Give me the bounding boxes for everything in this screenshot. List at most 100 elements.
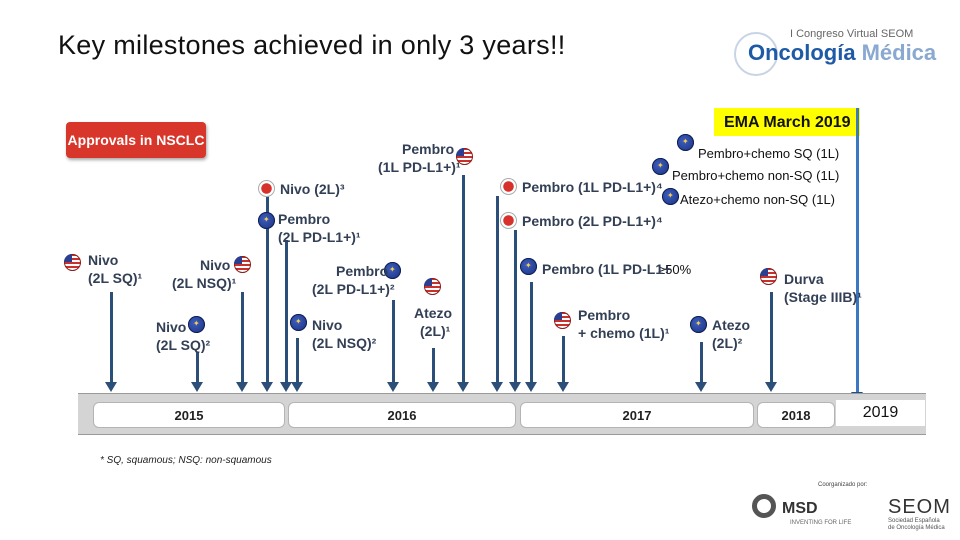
- milestone-drug: Durva: [784, 271, 824, 287]
- msd-logo-icon: [752, 494, 776, 518]
- msd-logo: MSD: [782, 500, 818, 517]
- arrow-line: [496, 196, 499, 382]
- arrow-line: [462, 175, 465, 382]
- arrow-line: [562, 336, 565, 382]
- milestone-drug: Nivo: [200, 257, 231, 273]
- milestone-detail: (2L NSQ)¹: [172, 275, 237, 291]
- arrowhead: [457, 382, 469, 392]
- milestone-nivo-2l-nsq-eu: Nivo (2L NSQ)²: [312, 316, 376, 352]
- arrowhead: [387, 382, 399, 392]
- seom-subtitle-line: de Oncología Médica: [888, 525, 945, 531]
- milestone-detail: (2L SQ)²: [156, 337, 211, 353]
- milestone-drug: Pembro (1L PD-L1+: [542, 261, 672, 277]
- year-2018: 2018: [757, 402, 835, 428]
- brand-second: Médica: [861, 40, 937, 65]
- arrowhead: [509, 382, 521, 392]
- milestone-detail: (2L PD-L1+)¹: [278, 229, 361, 245]
- milestone-pembro-1l-eu: Pembro (1L PD-L1+: [542, 260, 671, 278]
- arrow-line: [530, 282, 533, 382]
- milestone-pembro-2l-us: Pembro (2L PD-L1+)¹: [278, 210, 361, 246]
- milestone-pembro-1l-jp: Pembro (1L PD-L1+)⁴: [522, 178, 663, 196]
- milestone-nivo-2l-sq-eu: Nivo(2L SQ)²: [156, 318, 210, 354]
- eu-flag-icon: [188, 316, 205, 333]
- milestone-drug: Pembro (1L PD-L1+)⁴: [522, 179, 663, 195]
- milestone-detail: (2L)²: [712, 335, 743, 351]
- eu-flag-icon: [690, 316, 707, 333]
- milestone-pembro-2l-jp: Pembro (2L PD-L1+)⁴: [522, 212, 663, 230]
- milestone-pembro-chemo-us: Pembro+ chemo (1L)¹: [578, 306, 669, 342]
- footnote: * SQ, squamous; NSQ: non-squamous: [100, 455, 272, 466]
- milestone-detail: (2L PD-L1+)²: [312, 281, 395, 297]
- coorganized-label: Coorganizado por:: [818, 482, 868, 488]
- ema-item-1: Pembro+chemo SQ (1L): [698, 146, 840, 161]
- arrow-line: [196, 352, 199, 382]
- milestone-drug: Atezo: [712, 317, 751, 333]
- arrowhead: [191, 382, 203, 392]
- arrow-line: [285, 240, 288, 382]
- japan-flag-icon: [500, 178, 517, 195]
- seom-logo: SEOM: [888, 496, 951, 518]
- us-flag-icon: [64, 254, 81, 271]
- eu-flag-icon: [677, 134, 694, 151]
- eu-flag-icon: [652, 158, 669, 175]
- eu-flag-icon: [258, 212, 275, 229]
- year-2016: 2016: [288, 402, 516, 428]
- eu-flag-icon: [662, 188, 679, 205]
- milestone-detail: (1L PD-L1+)¹: [378, 159, 461, 175]
- us-flag-icon: [456, 148, 473, 165]
- milestone-detail: (2L)¹: [420, 323, 451, 339]
- slide-title: Key milestones achieved in only 3 years!…: [58, 30, 566, 60]
- milestone-drug: Pembro: [336, 263, 389, 279]
- milestone-durva-us: Durva (Stage IIIB)¹: [784, 270, 862, 306]
- arrow-line: [392, 300, 395, 382]
- ema-item-2: Pembro+chemo non-SQ (1L): [672, 168, 840, 183]
- arrow-line: [266, 192, 269, 382]
- eu-flag-icon: [384, 262, 401, 279]
- milestone-drug: Atezo: [414, 305, 453, 321]
- japan-flag-icon: [500, 212, 517, 229]
- us-flag-icon: [554, 312, 571, 329]
- arrowhead: [236, 382, 248, 392]
- milestone-nivo-2l-sq-us: Nivo(2L SQ)¹: [88, 251, 142, 287]
- seom-subtitle-line: Sociedad Española: [888, 518, 940, 524]
- approvals-tag: Approvals in NSCLC: [66, 122, 206, 158]
- arrowhead: [291, 382, 303, 392]
- arrow-line: [110, 292, 113, 382]
- ema-highlight: [714, 108, 860, 136]
- milestone-drug: Pembro: [402, 141, 455, 157]
- ema-item-3: Atezo+chemo non-SQ (1L): [680, 192, 835, 207]
- arrowhead: [765, 382, 777, 392]
- arrowhead: [491, 382, 503, 392]
- milestone-detail: (2L NSQ)²: [312, 335, 377, 351]
- congress-label: I Congreso Virtual SEOM: [790, 28, 914, 40]
- us-flag-icon: [234, 256, 251, 273]
- milestone-drug: Pembro (2L PD-L1+)⁴: [522, 213, 663, 229]
- ema-arrow-line: [856, 108, 859, 398]
- us-flag-icon: [424, 278, 441, 295]
- seom-subtitle: Sociedad Española de Oncología Médica: [888, 518, 945, 532]
- brand-main: Oncología: [748, 40, 856, 65]
- japan-flag-icon: [258, 180, 275, 197]
- milestone-nivo-2l-jp: Nivo (2L)³: [280, 180, 345, 198]
- milestone-atezo-2l-eu: Atezo (2L)²: [712, 316, 750, 352]
- milestone-pembro-2l-eu: Pembro (2L PD-L1+)²: [312, 262, 395, 298]
- milestone-drug: Nivo: [312, 317, 343, 333]
- milestone-drug: Nivo (2L)³: [280, 181, 345, 197]
- year-2019: 2019: [836, 400, 925, 426]
- milestone-drug: Pembro: [278, 211, 331, 227]
- milestone-detail: (Stage IIIB)¹: [784, 289, 862, 305]
- arrow-line: [296, 338, 299, 382]
- arrowhead: [261, 382, 273, 392]
- milestone-atezo-2l-us: Atezo (2L)¹: [414, 304, 452, 340]
- arrowhead: [427, 382, 439, 392]
- year-2017: 2017: [520, 402, 754, 428]
- arrow-line: [241, 292, 244, 382]
- arrowhead: [280, 382, 292, 392]
- ema-title: EMA March 2019: [724, 114, 851, 131]
- arrowhead: [105, 382, 117, 392]
- milestone-detail: + chemo (1L)¹: [578, 325, 670, 341]
- arrow-line: [432, 348, 435, 382]
- milestone-drug: Nivo: [88, 252, 119, 268]
- eu-flag-icon: [290, 314, 307, 331]
